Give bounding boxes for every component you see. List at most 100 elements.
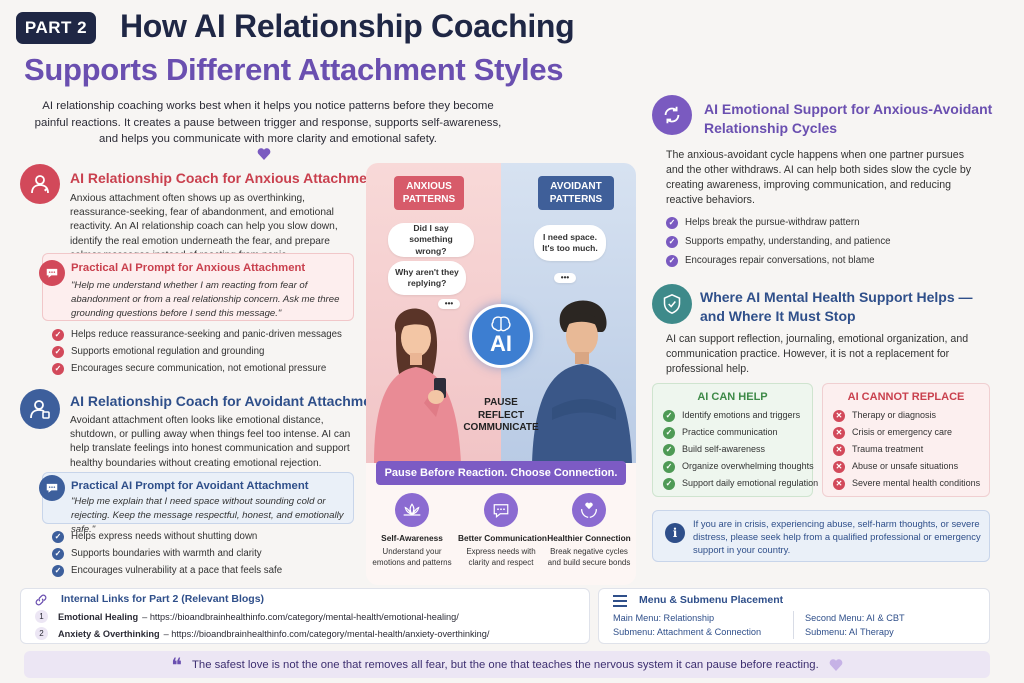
connection-banner: Pause Before Reaction. Choose Connection… xyxy=(376,461,626,485)
check-icon: ✓ xyxy=(52,547,64,560)
anxious-bullet-list: ✓Helps reduce reassurance-seeking and pa… xyxy=(52,326,342,377)
avoidant-title: AI Relationship Coach for Avoidant Attac… xyxy=(70,393,385,409)
list-item: ✓Supports empathy, understanding, and pa… xyxy=(666,232,891,251)
mental-health-body: AI can support reflection, journaling, e… xyxy=(666,333,969,375)
cycles-bullet-list: ✓Helps break the pursue-withdraw pattern… xyxy=(666,213,891,270)
cycles-title: AI Emotional Support for Anxious-Avoidan… xyxy=(704,101,993,136)
check-icon: ✓ xyxy=(52,345,64,358)
list-item: ✕Abuse or unsafe situations xyxy=(833,458,989,475)
check-icon: ✓ xyxy=(663,477,675,490)
list-item: ✕Trauma treatment xyxy=(833,441,989,458)
anxious-person-icon xyxy=(20,164,60,204)
typing-dots: ••• xyxy=(438,299,460,309)
link-row[interactable]: 2 Anxiety & Overthinking – https://bioan… xyxy=(35,627,489,640)
menu-title: Menu & Submenu Placement xyxy=(639,594,784,606)
check-icon: ✓ xyxy=(663,460,675,473)
second-menu: Second Menu: AI & CBT xyxy=(805,613,905,623)
list-item: ✕Severe mental health conditions xyxy=(833,475,989,492)
x-icon: ✕ xyxy=(833,460,845,473)
submenu-1: Submenu: Attachment & Connection xyxy=(613,627,762,637)
page-subtitle: Supports Different Attachment Styles xyxy=(24,52,564,87)
page-title: How AI Relationship Coaching xyxy=(120,8,575,44)
link-label: Anxiety & Overthinking xyxy=(58,628,160,639)
cycle-icon xyxy=(652,95,692,135)
check-icon: ✓ xyxy=(666,216,678,229)
typing-dots: ••• xyxy=(554,273,576,283)
avoidant-patterns-tag: AVOIDANT PATTERNS xyxy=(538,176,614,210)
quote-text: The safest love is not the one that remo… xyxy=(192,658,819,671)
heart-icon xyxy=(829,658,843,671)
part-badge: PART 2 xyxy=(16,12,96,44)
divider xyxy=(793,611,794,639)
anxious-woman-illustration xyxy=(374,308,461,463)
check-icon: ✓ xyxy=(52,362,64,375)
crisis-text: If you are in crisis, experiencing abuse… xyxy=(693,518,981,555)
list-item: ✓Organize overwhelming thoughts xyxy=(663,458,814,475)
list-item: ✓Supports emotional regulation and groun… xyxy=(52,343,342,360)
avoidant-bullet-list: ✓Helps express needs without shutting do… xyxy=(52,528,282,579)
thought-bubble: I need space. It's too much. xyxy=(534,225,606,261)
internal-links-card: Internal Links for Part 2 (Relevant Blog… xyxy=(20,588,590,644)
thought-bubble: Why aren't they replying? xyxy=(388,261,466,295)
link-url[interactable]: – https://bioandbrainhealthinfo.com/cate… xyxy=(142,611,459,622)
ai-brain-badge: AI xyxy=(469,304,533,368)
avoidant-man-illustration xyxy=(532,300,632,463)
check-icon: ✓ xyxy=(666,254,678,267)
menu-icon xyxy=(613,595,627,607)
mental-health-title: Where AI Mental Health Support Helps — a… xyxy=(700,289,973,324)
check-icon: ✓ xyxy=(52,564,64,577)
feature-healthier-connection: Healthier Connection Break negative cycl… xyxy=(546,493,632,568)
main-menu: Main Menu: Relationship xyxy=(613,613,715,623)
avoidant-prompt-title: Practical AI Prompt for Avoidant Attachm… xyxy=(71,480,309,492)
check-icon: ✓ xyxy=(663,443,675,456)
list-item: ✓Encourages repair conversations, not bl… xyxy=(666,251,891,270)
anxious-prompt-text: "Help me understand whether I am reactin… xyxy=(71,280,340,319)
list-item: ✓Helps reduce reassurance-seeking and pa… xyxy=(52,326,342,343)
list-item: ✓Support daily emotional regulation xyxy=(663,475,818,492)
avoidant-prompt-box: Practical AI Prompt for Avoidant Attachm… xyxy=(39,472,354,535)
link-row[interactable]: 1 Emotional Healing – https://bioandbrai… xyxy=(35,610,459,623)
check-icon: ✓ xyxy=(52,530,64,543)
shield-icon xyxy=(652,284,692,324)
crisis-notice: i If you are in crisis, experiencing abu… xyxy=(652,510,990,562)
list-item: ✓Helps break the pursue-withdraw pattern xyxy=(666,213,891,232)
links-title: Internal Links for Part 2 (Relevant Blog… xyxy=(61,593,265,605)
thought-bubble: Did I say something wrong? xyxy=(388,223,474,257)
check-icon: ✓ xyxy=(663,426,675,439)
can-help-title: AI CAN HELP xyxy=(697,391,768,403)
cannot-title: AI CANNOT REPLACE xyxy=(847,391,965,403)
avoidant-person-icon xyxy=(20,389,60,429)
feature-better-communication: Better Communication Express needs with … xyxy=(458,493,547,568)
list-item: ✓Build self-awareness xyxy=(663,441,812,458)
lotus-icon xyxy=(395,493,429,527)
list-item: ✓Practice communication xyxy=(663,424,812,441)
menu-placement-card: Menu & Submenu Placement Main Menu: Rela… xyxy=(598,588,990,644)
feature-self-awareness: Self-Awareness Understand your emotions … xyxy=(369,493,455,568)
x-icon: ✕ xyxy=(833,443,845,456)
list-item: ✕Crisis or emergency care xyxy=(833,424,989,441)
check-icon: ✓ xyxy=(663,409,675,422)
illustration-panel: ANXIOUS PATTERNS AVOIDANT PATTERNS Did I… xyxy=(366,163,636,585)
check-icon: ✓ xyxy=(666,235,678,248)
list-item: ✓Helps express needs without shutting do… xyxy=(52,528,282,545)
anxious-prompt-title: Practical AI Prompt for Anxious Attachme… xyxy=(71,262,306,274)
heart-hands-icon xyxy=(572,493,606,527)
cannot-list: ✕Therapy or diagnosis ✕Crisis or emergen… xyxy=(833,407,989,492)
submenu-2: Submenu: AI Therapy xyxy=(805,627,894,637)
link-icon xyxy=(35,594,47,606)
chat-icon xyxy=(39,260,65,286)
list-item: ✓Identify emotions and triggers xyxy=(663,407,812,424)
chat-bubble-icon xyxy=(484,493,518,527)
chat-icon xyxy=(39,475,65,501)
avoidant-prompt-text: "Help me explain that I need space witho… xyxy=(71,496,344,535)
link-number: 1 xyxy=(35,610,48,623)
avoidant-body: Avoidant attachment often looks like emo… xyxy=(70,415,351,469)
link-url[interactable]: – https://bioandbrainhealthinfo.com/cate… xyxy=(163,628,490,639)
check-icon: ✓ xyxy=(52,328,64,341)
pause-reflect-communicate: PAUSE REFLECT COMMUNICATE xyxy=(463,397,539,433)
list-item: ✓Supports boundaries with warmth and cla… xyxy=(52,545,282,562)
link-label: Emotional Healing xyxy=(58,611,139,622)
list-item: ✓Encourages vulnerability at a pace that… xyxy=(52,562,282,579)
link-number: 2 xyxy=(35,627,48,640)
can-help-list: ✓Identify emotions and triggers ✓Practic… xyxy=(663,407,818,492)
